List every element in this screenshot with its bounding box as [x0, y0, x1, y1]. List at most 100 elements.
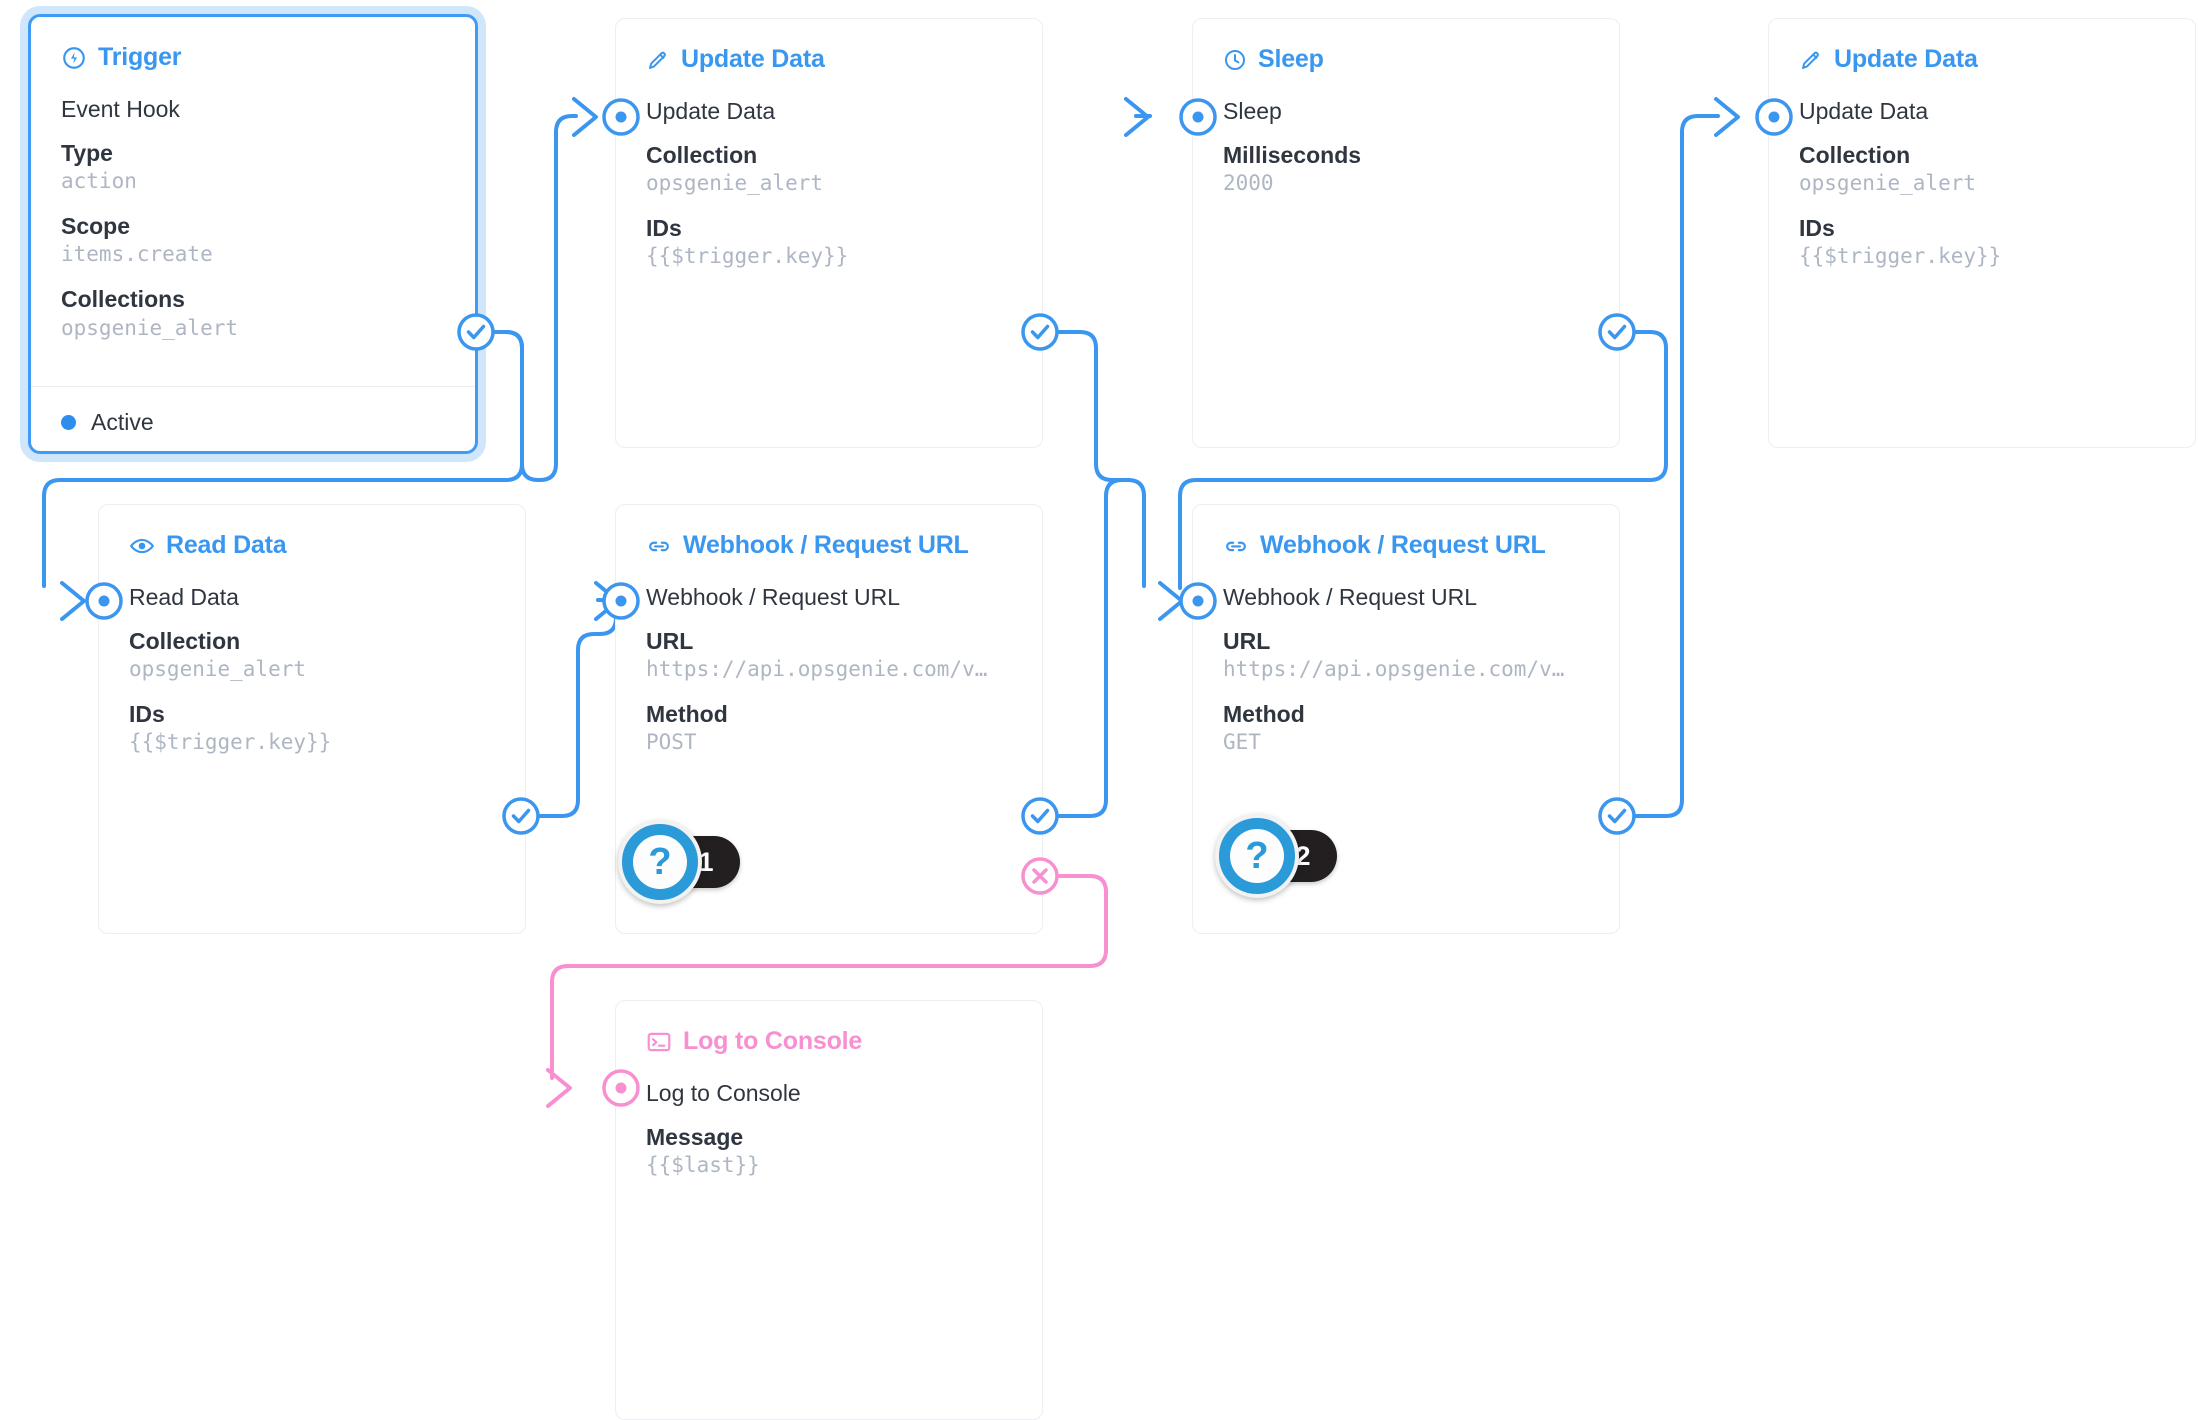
field-key: IDs [129, 701, 165, 728]
arrowhead-read-data-in [60, 581, 86, 621]
node-card-read-data[interactable]: Read Data Read Data Collection opsgenie_… [98, 504, 526, 934]
help-question-icon[interactable]: ? [1215, 814, 1299, 898]
link-icon [646, 533, 672, 559]
success-port-trigger[interactable] [455, 311, 497, 353]
field-key: Scope [61, 213, 131, 240]
node-op-name: Log to Console [646, 1080, 801, 1106]
node-title-log-to-console: Log to Console [646, 1027, 1012, 1056]
field-key: URL [1223, 628, 1271, 654]
node-title-text: Update Data [1834, 45, 1978, 73]
status-dot-icon [61, 414, 76, 430]
node-title-update-data-1: Update Data [646, 45, 1012, 74]
error-port-webhook-post[interactable] [1019, 855, 1061, 897]
input-port-sleep[interactable] [1177, 96, 1219, 138]
arrowhead-update-data-1-in [572, 97, 598, 137]
arrowhead-sleep-in [1124, 97, 1150, 137]
status-badge: Active [61, 387, 445, 436]
field-value: {{$last}} [646, 1154, 760, 1178]
field-key: Collection [129, 628, 241, 654]
field-value: GET [1223, 731, 1261, 755]
input-port-read-data[interactable] [83, 580, 125, 622]
field-key: URL [646, 628, 694, 654]
field-key: IDs [646, 215, 682, 242]
input-port-update-data-1[interactable] [600, 96, 642, 138]
node-card-update-data-1[interactable]: Update Data Update Data Collection opsge… [615, 18, 1043, 448]
node-op-name: Webhook / Request URL [646, 584, 900, 610]
field-key: Method [1223, 701, 1305, 728]
node-op-name: Update Data [1799, 98, 1929, 124]
node-card-webhook-post[interactable]: Webhook / Request URL Webhook / Request … [615, 504, 1043, 934]
field-key: Message [646, 1124, 744, 1150]
node-title-text: Webhook / Request URL [683, 531, 969, 559]
node-card-log-to-console[interactable]: Log to Console Log to Console Message {{… [615, 1000, 1043, 1420]
field-value: {{$trigger.key}} [1799, 245, 2002, 269]
node-title-webhook-get: Webhook / Request URL [1223, 531, 1589, 560]
success-port-read-data[interactable] [500, 795, 542, 837]
field-value: {{$trigger.key}} [646, 245, 849, 269]
node-title-trigger: Trigger [61, 43, 445, 72]
eye-icon [129, 533, 155, 559]
field-key: Milliseconds [1223, 142, 1362, 168]
field-value: opsgenie_alert [646, 172, 824, 196]
lightning-bolt-icon [61, 45, 87, 71]
link-icon [1223, 533, 1249, 559]
arrowhead-update-data-2-in [1714, 97, 1740, 137]
success-port-update-data-1[interactable] [1019, 311, 1061, 353]
node-card-trigger[interactable]: Trigger Event Hook Type action Scope ite… [28, 14, 478, 454]
node-op-name: Read Data [129, 584, 239, 610]
field-value: opsgenie_alert [129, 658, 307, 682]
input-port-webhook-get[interactable] [1177, 580, 1219, 622]
node-title-read-data: Read Data [129, 531, 495, 560]
field-value: {{$trigger.key}} [129, 731, 332, 755]
help-badge-1[interactable]: ? 1 [618, 820, 740, 904]
wire-webhook-get-to-update-data-2 [1615, 114, 1720, 818]
field-key: Collection [646, 142, 758, 168]
wire-update-data-1-to-webhook-get [1038, 330, 1146, 588]
wire-trigger-to-update-data-1 [474, 114, 578, 482]
divider [31, 385, 475, 387]
node-title-text: Trigger [98, 43, 182, 71]
help-badge-2[interactable]: ? 2 [1215, 814, 1337, 898]
node-title-sleep: Sleep [1223, 45, 1589, 74]
field-value: items.create [61, 243, 213, 267]
pencil-icon [646, 48, 670, 72]
field-value: action [61, 170, 137, 194]
node-op-name: Sleep [1223, 98, 1282, 124]
node-card-update-data-2[interactable]: Update Data Update Data Collection opsge… [1768, 18, 2196, 448]
field-value: https://api.opsgenie.com/v… [646, 658, 988, 682]
field-value: https://api.opsgenie.com/v… [1223, 658, 1565, 682]
success-port-webhook-post[interactable] [1019, 795, 1061, 837]
success-port-sleep[interactable] [1596, 311, 1638, 353]
pencil-icon [1799, 48, 1823, 72]
node-title-text: Log to Console [683, 1027, 863, 1055]
field-key: IDs [1799, 215, 1835, 242]
node-title-text: Sleep [1258, 45, 1324, 73]
node-title-text: Webhook / Request URL [1260, 531, 1546, 559]
field-value: 2000 [1223, 172, 1274, 196]
node-op-name: Event Hook [61, 96, 180, 122]
help-glyph: ? [1230, 829, 1284, 883]
field-value: opsgenie_alert [1799, 172, 1977, 196]
node-op-name: Update Data [646, 98, 776, 124]
node-title-webhook-post: Webhook / Request URL [646, 531, 1012, 560]
node-title-update-data-2: Update Data [1799, 45, 2165, 74]
wire-webhook-post-to-sleep [1038, 478, 1126, 818]
field-value: POST [646, 731, 697, 755]
field-key: Method [646, 701, 728, 728]
node-title-text: Update Data [681, 45, 825, 73]
field-value: opsgenie_alert [61, 316, 239, 340]
wire-read-data-to-webhook-post [538, 598, 618, 818]
field-key: Collection [1799, 142, 1911, 168]
node-card-sleep[interactable]: Sleep Sleep Milliseconds 2000 [1192, 18, 1620, 448]
help-question-icon[interactable]: ? [618, 820, 702, 904]
console-icon [646, 1029, 672, 1055]
input-port-log-to-console[interactable] [600, 1067, 642, 1109]
success-port-webhook-get[interactable] [1596, 795, 1638, 837]
input-port-webhook-post[interactable] [600, 580, 642, 622]
input-port-update-data-2[interactable] [1753, 96, 1795, 138]
field-key: Type [61, 140, 113, 166]
status-label: Active [91, 408, 154, 435]
field-key: Collections [61, 286, 185, 313]
help-glyph: ? [633, 835, 687, 889]
